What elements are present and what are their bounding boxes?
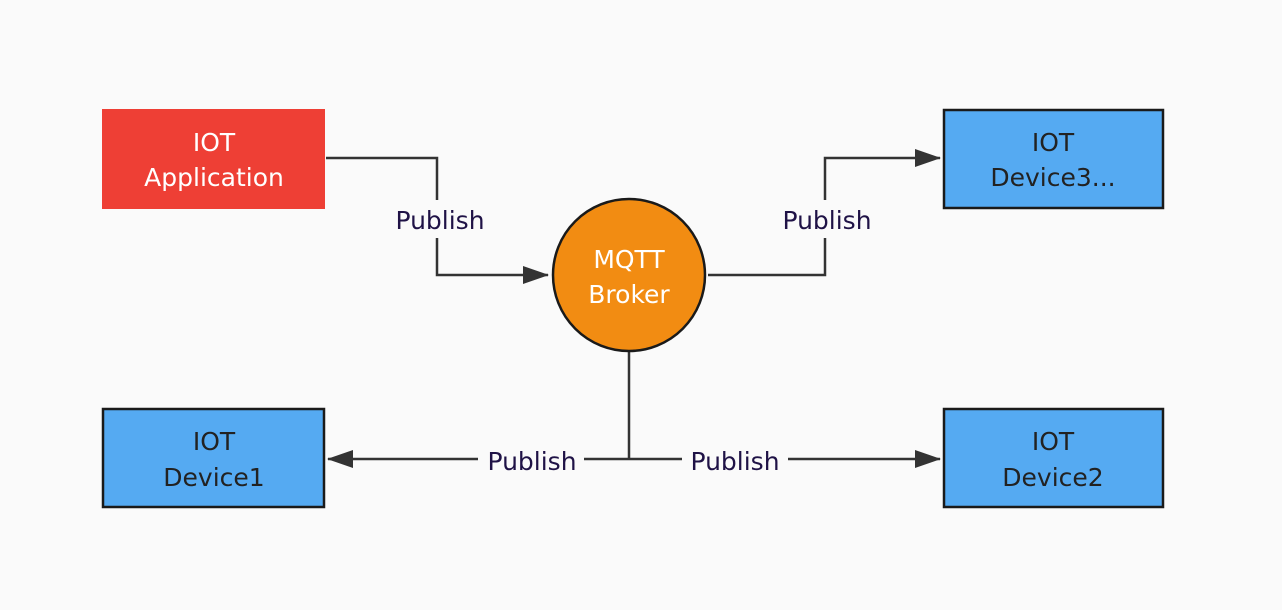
node-iot-application: IOT Application bbox=[102, 109, 325, 209]
node-label-line2: Device3... bbox=[990, 163, 1115, 192]
node-iot-device3: IOT Device3... bbox=[942, 108, 1165, 210]
node-label-line1: MQTT bbox=[593, 245, 665, 274]
node-iot-device1: IOT Device1 bbox=[101, 407, 326, 509]
node-mqtt-broker: MQTT Broker bbox=[551, 197, 707, 353]
node-label-line1: IOT bbox=[193, 128, 236, 157]
node-label-line2: Device1 bbox=[163, 463, 264, 492]
label-bg bbox=[388, 200, 488, 238]
edge-label-app-to-broker: Publish bbox=[395, 206, 484, 235]
edge-label-broker-to-device1: Publish bbox=[487, 447, 576, 476]
label-bg bbox=[478, 442, 584, 478]
label-bg bbox=[682, 442, 788, 478]
edge-label-broker-to-device2: Publish bbox=[690, 447, 779, 476]
node-label-line1: IOT bbox=[1032, 128, 1075, 157]
label-bg bbox=[776, 200, 876, 238]
edge-label-broker-to-device3: Publish bbox=[782, 206, 871, 235]
node-label-line1: IOT bbox=[1032, 427, 1075, 456]
node-label-line2: Application bbox=[144, 163, 284, 192]
node-label-line2: Device2 bbox=[1002, 463, 1103, 492]
node-label-line1: IOT bbox=[193, 427, 236, 456]
node-label-line2: Broker bbox=[588, 280, 670, 309]
node-iot-device2: IOT Device2 bbox=[942, 407, 1165, 509]
